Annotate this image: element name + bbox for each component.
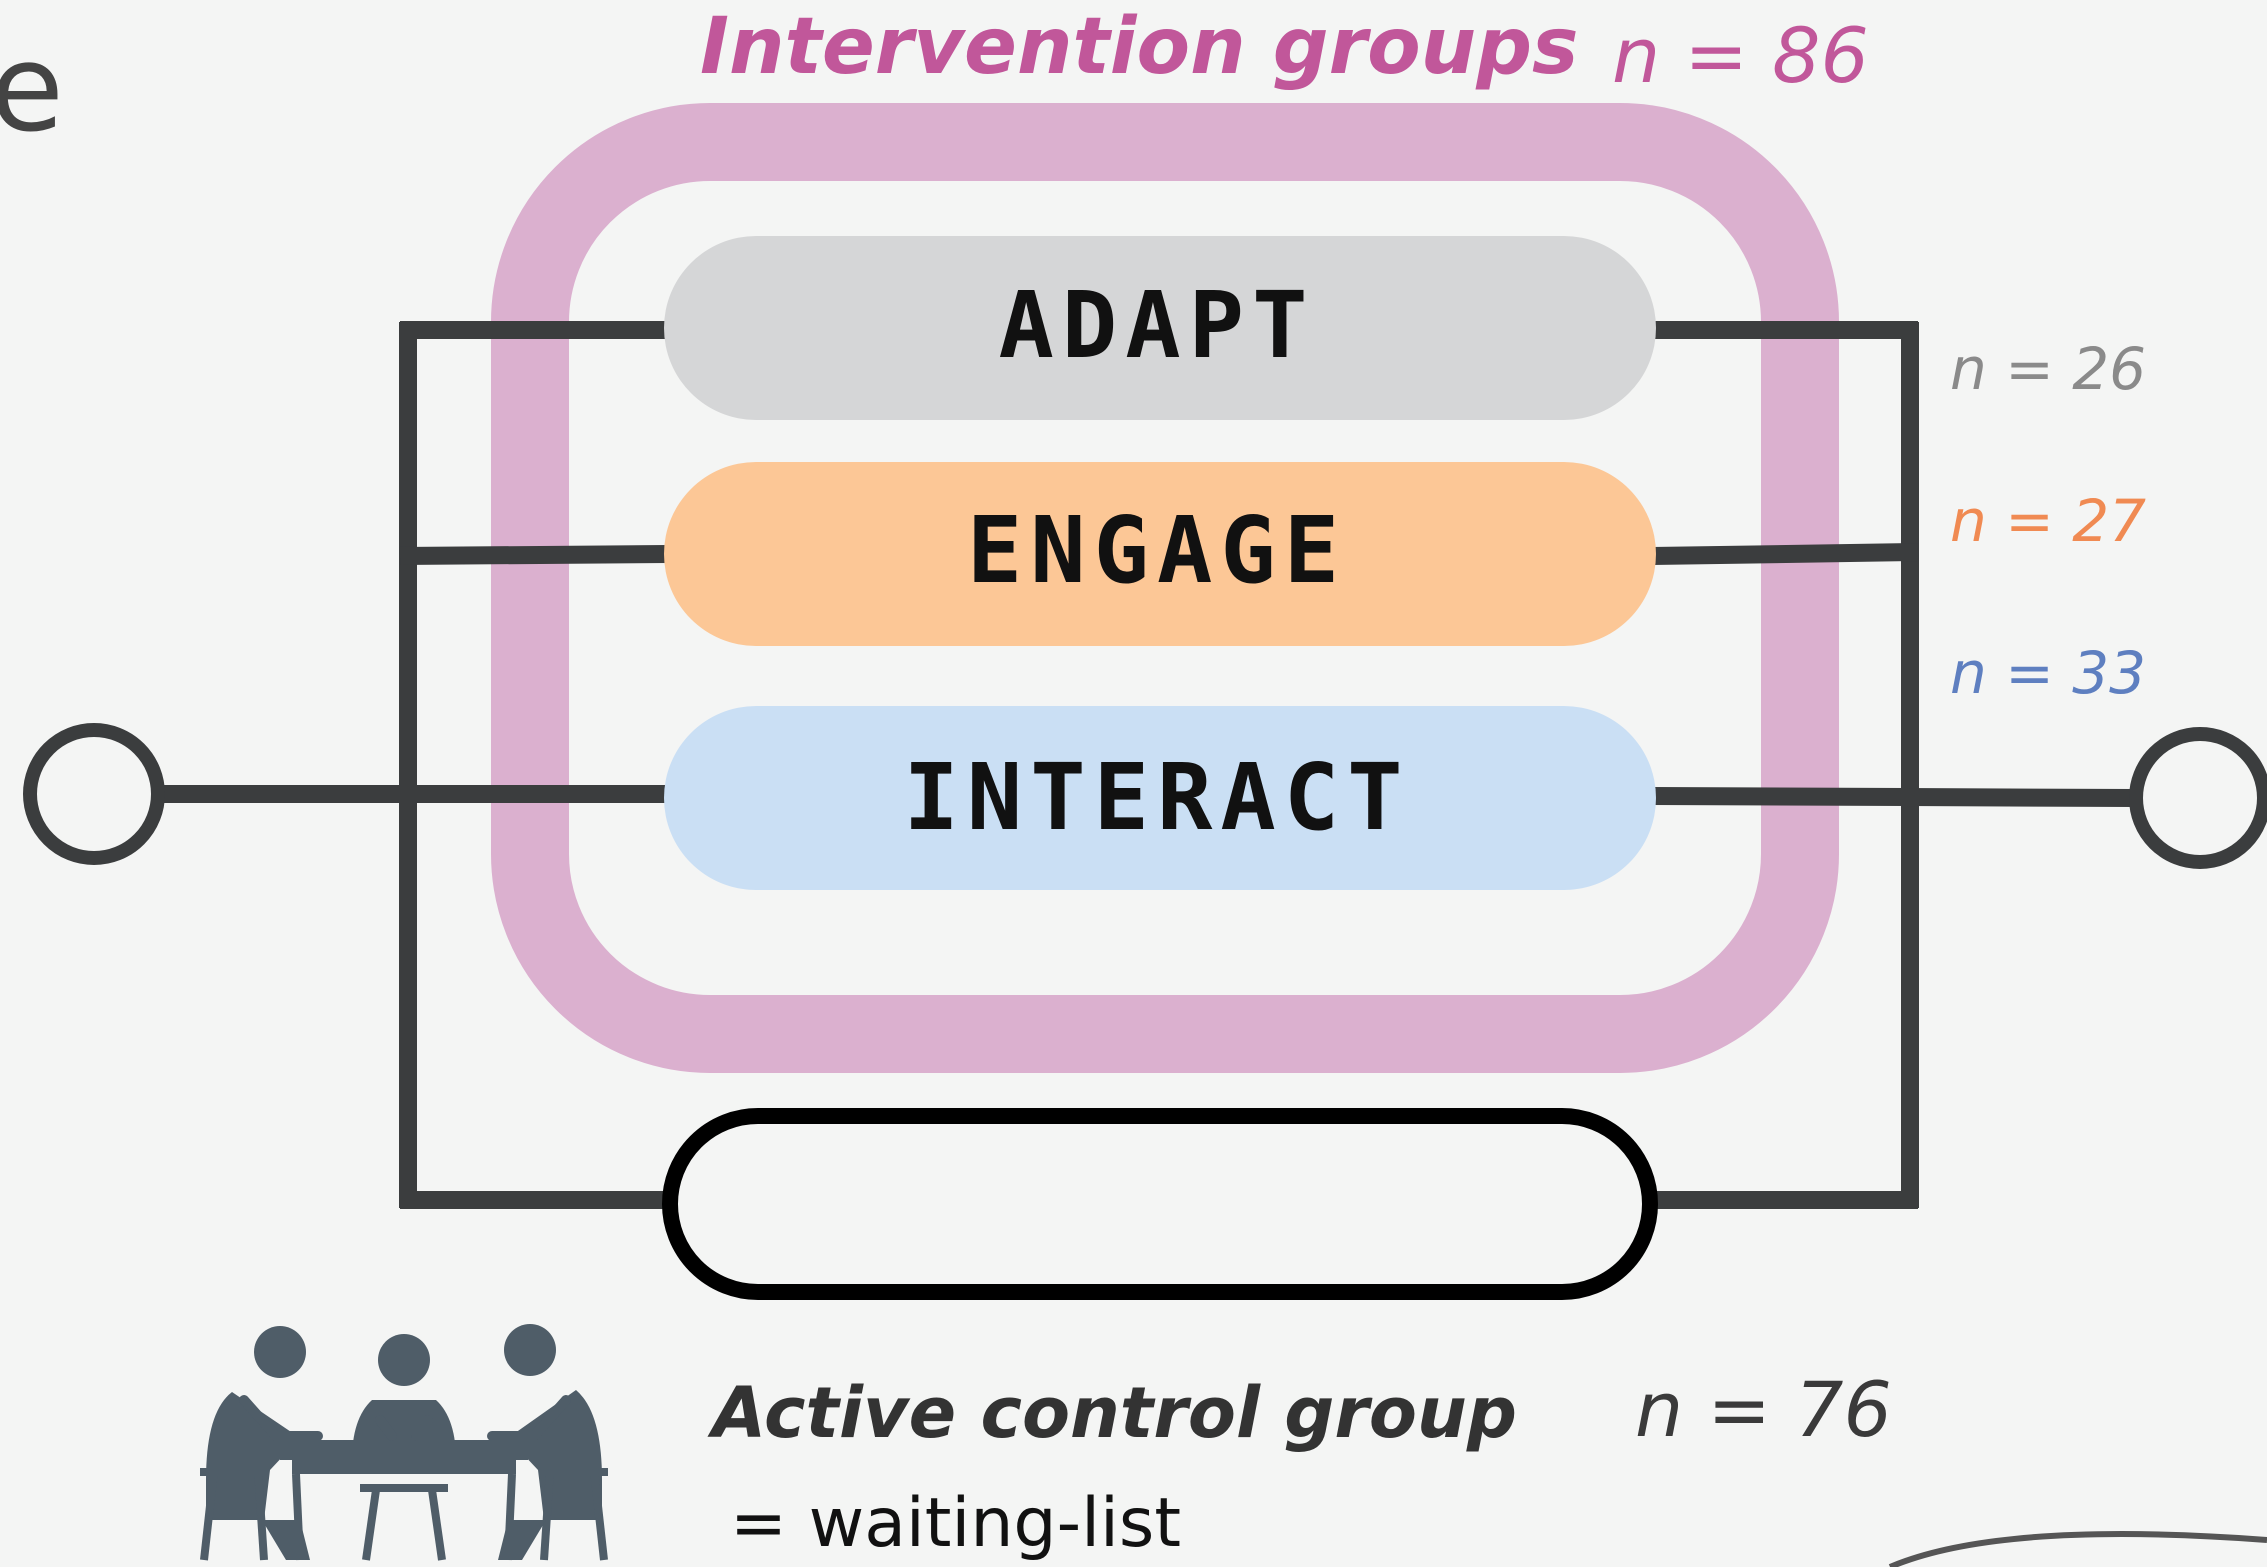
interact-n-label: n = 33 [1950, 639, 2147, 707]
control-pill [662, 1108, 1658, 1300]
decorative-curve [1888, 1531, 2267, 1567]
interact-pill [664, 706, 1656, 890]
engage-pill [664, 462, 1656, 646]
interact-label: INTERACT [903, 744, 1411, 851]
intervention-groups-title: Intervention groups [700, 2, 1579, 92]
people-playing-cards-icon [200, 1324, 608, 1561]
adapt-n-label: n = 26 [1950, 335, 2147, 403]
end-node [2129, 727, 2267, 869]
engage-label: ENGAGE [966, 497, 1348, 604]
adapt-label: ADAPT [998, 272, 1316, 379]
adapt-pill [664, 236, 1656, 420]
partial-text: e [0, 20, 64, 159]
intervention-frame [491, 103, 1839, 1073]
connector-lines [160, 321, 2136, 1209]
start-node [23, 723, 165, 865]
control-n-label: n = 76 [1635, 1365, 1892, 1454]
control-subtitle: = waiting-list [730, 1484, 1181, 1563]
intervention-n-label: n = 86 [1612, 11, 1869, 100]
control-group-title: Active control group [712, 1372, 1517, 1454]
engage-n-label: n = 27 [1950, 487, 2147, 555]
